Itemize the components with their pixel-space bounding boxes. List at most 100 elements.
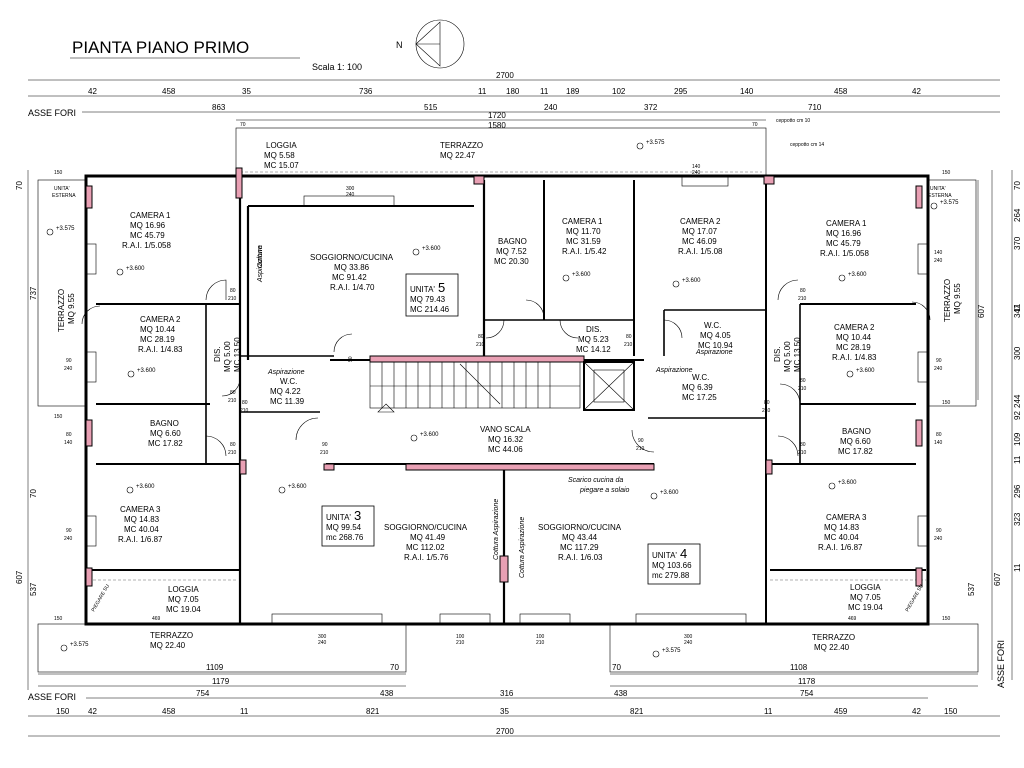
- room-soggiorno-unit3: SOGGIORNO/CUCINA MQ 41.49 MC 112.02 R.A.…: [384, 523, 468, 562]
- svg-text:W.C.: W.C.: [704, 321, 721, 330]
- svg-text:300: 300: [684, 634, 693, 640]
- svg-text:MC 11.39: MC 11.39: [270, 397, 305, 406]
- svg-text:92: 92: [1013, 411, 1022, 420]
- room-camera1-left: CAMERA 1 MQ 16.96 MC 45.79 R.A.I. 1/5.05…: [122, 211, 171, 250]
- svg-text:754: 754: [800, 689, 814, 698]
- svg-text:140: 140: [740, 87, 754, 96]
- svg-text:MQ 5.23: MQ 5.23: [578, 335, 609, 344]
- svg-text:821: 821: [630, 707, 644, 716]
- svg-text:90: 90: [66, 358, 72, 364]
- svg-text:MC 31.59: MC 31.59: [566, 237, 601, 246]
- svg-text:MQ 7.05: MQ 7.05: [850, 593, 881, 602]
- svg-text:240: 240: [692, 170, 701, 176]
- svg-text:MC 20.30: MC 20.30: [494, 257, 529, 266]
- svg-text:240: 240: [934, 258, 943, 264]
- svg-text:MC 19.04: MC 19.04: [166, 605, 201, 614]
- svg-text:MQ 14.83: MQ 14.83: [824, 523, 860, 532]
- svg-text:150: 150: [56, 707, 70, 716]
- svg-text:210: 210: [228, 398, 237, 404]
- svg-text:80: 80: [230, 442, 236, 448]
- svg-text:ASSE FORI: ASSE FORI: [28, 108, 76, 118]
- svg-text:MC 28.19: MC 28.19: [836, 343, 871, 352]
- svg-text:140: 140: [934, 250, 943, 256]
- svg-text:MQ 6.60: MQ 6.60: [840, 437, 871, 446]
- svg-text:MQ 5.58: MQ 5.58: [264, 151, 295, 160]
- svg-text:42: 42: [912, 707, 921, 716]
- svg-text:TERRAZZO: TERRAZZO: [150, 631, 193, 640]
- room-loggia-bottom-left: LOGGIA MQ 7.05 MC 19.04: [166, 585, 201, 614]
- svg-text:R.A.I. 1/5.058: R.A.I. 1/5.058: [820, 249, 869, 258]
- svg-text:Cottura Aspirazione: Cottura Aspirazione: [519, 517, 526, 578]
- left-dimension-lines: 70 737 70 607 537: [15, 170, 38, 690]
- svg-text:+3.600: +3.600: [422, 246, 441, 252]
- svg-text:+3.600: +3.600: [848, 272, 867, 278]
- svg-text:4: 4: [680, 546, 687, 561]
- svg-text:70: 70: [15, 181, 24, 190]
- svg-text:MC 28.19: MC 28.19: [140, 335, 175, 344]
- room-soggiorno-unit5: SOGGIORNO/CUCINA MQ 33.86 MC 91.42 R.A.I…: [310, 253, 394, 292]
- svg-text:R.A.I. 1/4.70: R.A.I. 1/4.70: [330, 283, 375, 292]
- svg-text:ceppotto cm 10: ceppotto cm 10: [776, 118, 810, 124]
- svg-text:MC 91.42: MC 91.42: [332, 273, 367, 282]
- svg-text:W.C.: W.C.: [280, 377, 297, 386]
- svg-text:+3.575: +3.575: [70, 642, 89, 648]
- svg-text:UNITA': UNITA': [410, 285, 435, 294]
- svg-text:469: 469: [152, 616, 161, 622]
- svg-text:1720: 1720: [488, 111, 506, 120]
- room-dis-centre: DIS. MQ 5.23 MC 14.12: [576, 325, 611, 354]
- svg-text:SOGGIORNO/CUCINA: SOGGIORNO/CUCINA: [310, 253, 394, 262]
- svg-text:+3.600: +3.600: [137, 368, 156, 374]
- svg-text:UNITA': UNITA': [54, 186, 70, 192]
- svg-text:N: N: [396, 40, 403, 50]
- svg-text:CAMERA 1: CAMERA 1: [826, 219, 867, 228]
- svg-text:CAMERA 3: CAMERA 3: [826, 513, 867, 522]
- svg-text:MQ 6.60: MQ 6.60: [150, 429, 181, 438]
- room-camera1-right: CAMERA 1 MQ 16.96 MC 45.79 R.A.I. 1/5.05…: [820, 219, 869, 258]
- svg-text:+3.600: +3.600: [856, 368, 875, 374]
- svg-text:Aspirazione: Aspirazione: [655, 367, 693, 374]
- svg-text:821: 821: [366, 707, 380, 716]
- svg-text:CAMERA 3: CAMERA 3: [120, 505, 161, 514]
- svg-text:102: 102: [612, 87, 626, 96]
- svg-text:TERRAZZO: TERRAZZO: [57, 289, 66, 332]
- svg-text:240: 240: [64, 366, 73, 372]
- svg-text:80: 80: [626, 334, 632, 340]
- room-bagno-left: BAGNO MQ 6.60 MC 17.82: [148, 419, 183, 448]
- svg-text:35: 35: [500, 707, 509, 716]
- svg-text:MQ 79.43: MQ 79.43: [410, 295, 446, 304]
- room-terrazzo-bottom-left: TERRAZZO MQ 22.40: [150, 631, 193, 650]
- svg-text:710: 710: [808, 103, 822, 112]
- svg-text:140: 140: [64, 440, 73, 446]
- svg-text:3: 3: [354, 508, 361, 523]
- svg-text:210: 210: [798, 386, 807, 392]
- room-wc-centre: W.C. MQ 4.05 MC 10.94: [698, 321, 733, 350]
- svg-text:90: 90: [638, 438, 644, 444]
- svg-text:296: 296: [1013, 484, 1022, 498]
- svg-text:5: 5: [438, 280, 445, 295]
- room-bagno-centre: BAGNO MQ 7.52 MC 20.30: [494, 237, 529, 266]
- svg-text:42: 42: [88, 87, 97, 96]
- svg-text:R.A.I. 1/5.08: R.A.I. 1/5.08: [678, 247, 723, 256]
- svg-text:CAMERA 2: CAMERA 2: [140, 315, 181, 324]
- svg-text:MC 44.06: MC 44.06: [488, 445, 523, 454]
- svg-text:737: 737: [29, 286, 38, 300]
- svg-text:R.A.I. 1/5.76: R.A.I. 1/5.76: [404, 553, 449, 562]
- svg-text:316: 316: [500, 689, 514, 698]
- svg-text:MQ 9.55: MQ 9.55: [67, 293, 76, 324]
- svg-text:MC 40.04: MC 40.04: [824, 533, 859, 542]
- elevation-markers: +3.575 +3.600 +3.600 +3.600 +3.600 +3.60…: [46, 140, 959, 658]
- svg-text:R.A.I. 1/5.42: R.A.I. 1/5.42: [562, 247, 607, 256]
- svg-text:189: 189: [566, 87, 580, 96]
- unit-3-box: UNITA' 3 MQ 99.54 mc 268.76: [321, 505, 375, 547]
- svg-text:1179: 1179: [212, 677, 230, 686]
- svg-text:MQ 6.39: MQ 6.39: [682, 383, 713, 392]
- svg-text:150: 150: [944, 707, 958, 716]
- svg-text:DIS.: DIS.: [586, 325, 602, 334]
- svg-text:R.A.I. 1/5.058: R.A.I. 1/5.058: [122, 241, 171, 250]
- svg-text:323: 323: [1013, 512, 1022, 526]
- svg-text:ASSE FORI: ASSE FORI: [996, 640, 1006, 688]
- svg-text:80: 80: [230, 288, 236, 294]
- svg-text:140: 140: [934, 440, 943, 446]
- svg-text:458: 458: [162, 707, 176, 716]
- room-terrazzo-bottom-right: TERRAZZO MQ 22.40: [812, 633, 855, 652]
